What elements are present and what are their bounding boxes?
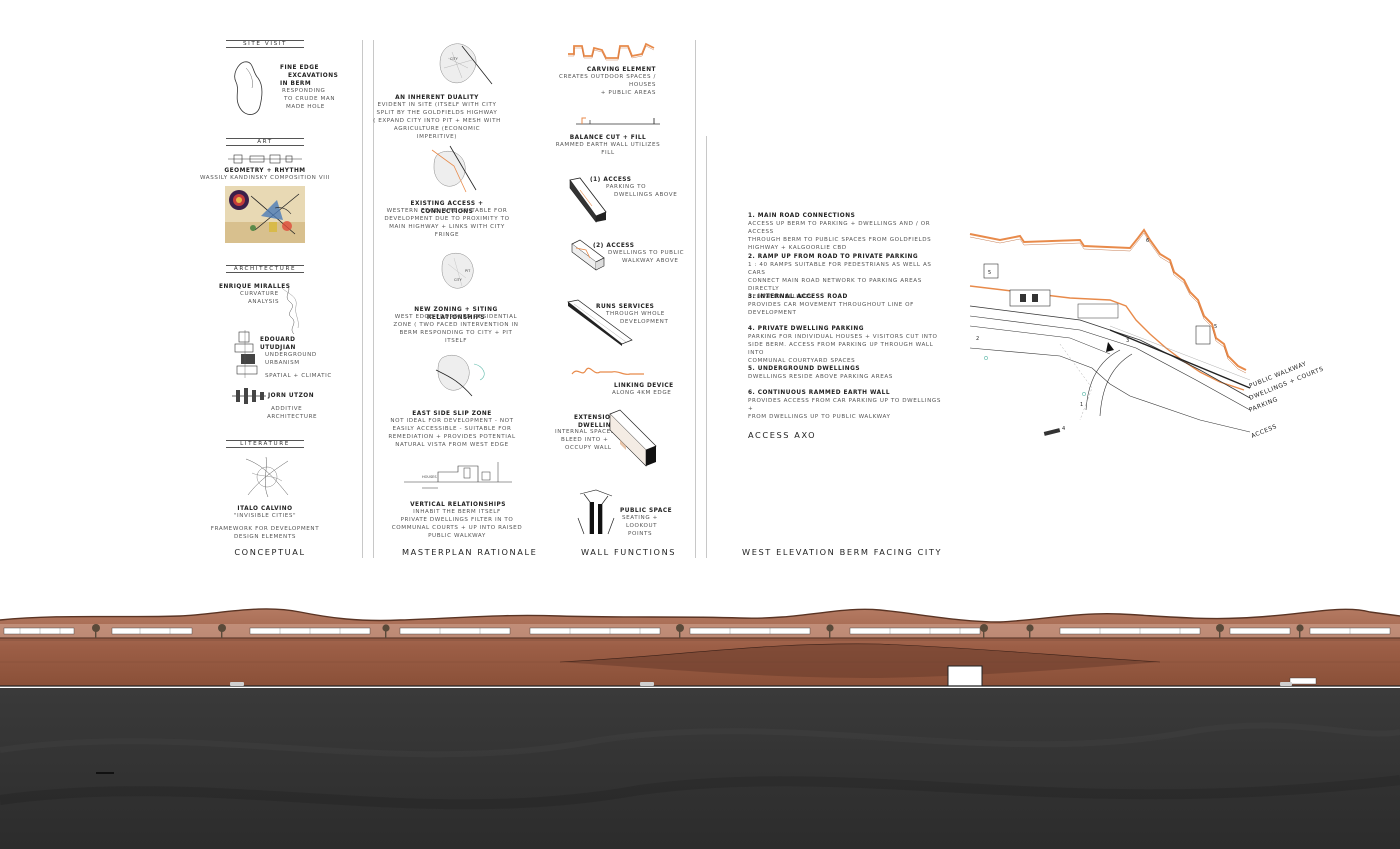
axo-number-4: 4 <box>1062 426 1065 432</box>
masterplan-footer: MASTERPLAN RATIONALE <box>402 547 538 557</box>
art-body: WASSILY KANDINSKY COMPOSITION VIII <box>199 175 331 181</box>
divider-3 <box>695 40 696 558</box>
utzon-additive-sketch <box>232 388 266 404</box>
public-space-body: SEATING + LOOKOUT POINTS <box>622 515 658 537</box>
linking-title: LINKING DEVICE <box>614 383 674 389</box>
duality-map-sketch: CITY <box>439 43 493 85</box>
calvino-body: FRAMEWORK FOR DEVELOPMENT DESIGN ELEMENT… <box>210 526 320 540</box>
masterplan-item-3-body: WEST EDGE PROPOSED RESIDENTIAL ZONE ( TW… <box>393 314 519 344</box>
carving-body: CREATES OUTDOOR SPACES / HOUSES + PUBLIC… <box>558 74 656 96</box>
linking-body: ALONG 4KM EDGE <box>612 390 672 396</box>
utudjian-title: EDOUARD UTUDJIAN <box>260 337 296 351</box>
site-visit-title: FINE EDGE EXCAVATIONS IN BERM <box>280 65 339 87</box>
balance-cut-fill-sketch <box>576 117 660 125</box>
architecture-tag: ARCHITECTURE <box>226 265 304 273</box>
divider-4 <box>706 136 707 558</box>
site-visit-sketch <box>234 61 263 115</box>
duality-city-label: CITY <box>450 57 459 61</box>
carving-title: CARVING ELEMENT <box>586 67 656 73</box>
axo-item-1: 1. MAIN ROAD CONNECTIONS ACCESS UP BERM … <box>748 213 932 251</box>
calvino-title: ITALO CALVINO <box>237 506 293 512</box>
access-axo-drawing: 6 5 5 2 3 1 4 PUBLIC WALKWAY DWELLINGS +… <box>969 228 1325 440</box>
art-tag: ART <box>226 138 304 146</box>
balance-title: BALANCE CUT + FILL <box>569 135 647 141</box>
services-title: RUNS SERVICES <box>596 304 655 310</box>
masterplan-item-2-title: EXISTING ACCESS + CONNECTIONS <box>410 201 484 215</box>
masterplan-item-5-body: INHABIT THE BERM ITSELF PRIVATE DWELLING… <box>391 509 523 539</box>
miralles-body: CURVATURE ANALYSIS <box>240 291 280 305</box>
extension-dwelling-sketch <box>609 409 657 467</box>
masterplan-item-1-title: AN INHERENT DUALITY <box>395 95 479 101</box>
axo-number-6: 6 <box>1146 238 1149 244</box>
access-2-title: (2) ACCESS <box>593 243 635 249</box>
access-1-body: PARKING TO DWELLINGS ABOVE <box>606 184 678 198</box>
conceptual-footer: CONCEPTUAL <box>234 547 306 557</box>
site-visit-body: RESPONDING TO CRUDE MAN MADE HOLE <box>282 88 336 110</box>
axo-item-2: 2. RAMP UP FROM ROAD TO PRIVATE PARKING … <box>748 254 932 300</box>
utzon-body: ADDITIVE ARCHITECTURE <box>267 406 318 420</box>
zoning-city-label: CITY <box>454 278 463 282</box>
axo-item-3: 3. INTERNAL ACCESS ROAD PROVIDES CAR MOV… <box>748 294 914 316</box>
divider-2 <box>373 40 374 558</box>
axo-number-3: 3 <box>1126 338 1129 344</box>
linking-device-sketch <box>571 367 644 376</box>
extension-title: EXTENSION DWELLING <box>574 415 617 429</box>
axo-item-5: 5. UNDERGROUND DWELLINGS DWELLINGS RESID… <box>748 366 893 380</box>
divider-1 <box>362 40 363 558</box>
utudjian-urbanism-sketch <box>234 330 258 378</box>
west-elevation-drawing <box>0 608 1400 849</box>
axo-item-4: 4. PRIVATE DWELLING PARKING PARKING FOR … <box>748 326 938 364</box>
zoning-map-sketch: CITY PIT <box>441 253 474 289</box>
calvino-subtitle: "INVISIBLE CITIES" <box>233 513 297 519</box>
access-axo-title: ACCESS AXO <box>748 430 817 440</box>
runs-services-sketch <box>567 299 633 346</box>
public-space-title: PUBLIC SPACE <box>620 508 673 514</box>
literature-tag: LITERATURE <box>226 440 304 448</box>
kandinsky-painting <box>225 186 305 243</box>
utudjian-extra: SPATIAL + CLIMATIC <box>265 373 332 379</box>
art-rhythm-sketch <box>228 154 302 164</box>
balance-body: RAMMED EARTH WALL UTILIZES FILL <box>555 142 661 156</box>
masterplan-item-4-body: NOT IDEAL FOR DEVELOPMENT - NOT EASILY A… <box>388 418 516 448</box>
art-title: GEOMETRY + RHYTHM <box>224 168 306 174</box>
miralles-title: ENRIQUE MIRALLES <box>219 284 291 290</box>
access-map-sketch <box>431 145 477 193</box>
wall-functions-footer: WALL FUNCTIONS <box>581 547 677 557</box>
utudjian-body: UNDERGROUND URBANISM <box>265 352 317 366</box>
carving-element-sketch <box>568 42 655 61</box>
access-1-sketch <box>569 177 607 223</box>
slip-zone-map-sketch <box>435 355 485 397</box>
services-body: THROUGH WHOLE DEVELOPMENT <box>606 311 669 325</box>
extension-body: INTERNAL SPACES BLEED INTO + OCCUPY WALL <box>555 429 615 451</box>
axo-label-access: ACCESS <box>1250 423 1278 440</box>
calvino-sketch <box>245 456 289 498</box>
masterplan-item-4-title: EAST SIDE SLIP ZONE <box>412 411 492 417</box>
vertical-relationships-sketch: HOUSES <box>404 462 512 489</box>
masterplan-item-1-body: EVIDENT IN SITE (ITSELF WITH CITY SPLIT … <box>373 102 501 140</box>
miralles-curvature-sketch <box>281 283 299 335</box>
access-2-sketch <box>571 239 605 271</box>
masterplan-item-5-title: VERTICAL RELATIONSHIPS <box>410 502 506 508</box>
masterplan-item-2-body: WESTERN EDGE MINE SUITABLE FOR DEVELOPME… <box>384 208 510 238</box>
zoning-pit-label: PIT <box>465 269 471 273</box>
axo-number-5b: 5 <box>1214 324 1217 330</box>
access-1-title: (1) ACCESS <box>590 177 632 183</box>
elevation-title: WEST ELEVATION BERM FACING CITY <box>742 547 943 557</box>
utzon-title: JORN UTZON <box>268 393 315 399</box>
axo-number-5a: 5 <box>988 270 991 276</box>
axo-number-2: 2 <box>976 336 979 342</box>
axo-item-6: 6. CONTINUOUS RAMMED EARTH WALL PROVIDES… <box>748 390 941 420</box>
axo-number-1: 1 <box>1080 402 1083 408</box>
site-visit-tag: SITE VISIT <box>226 40 304 48</box>
masterplan-item-3-title: NEW ZONING + SITING RELATIONSHIPS <box>414 307 498 321</box>
vertical-houses-label: HOUSES <box>422 475 437 479</box>
access-2-body: DWELLINGS TO PUBLIC WALKWAY ABOVE <box>608 250 685 264</box>
public-space-sketch <box>577 489 615 535</box>
